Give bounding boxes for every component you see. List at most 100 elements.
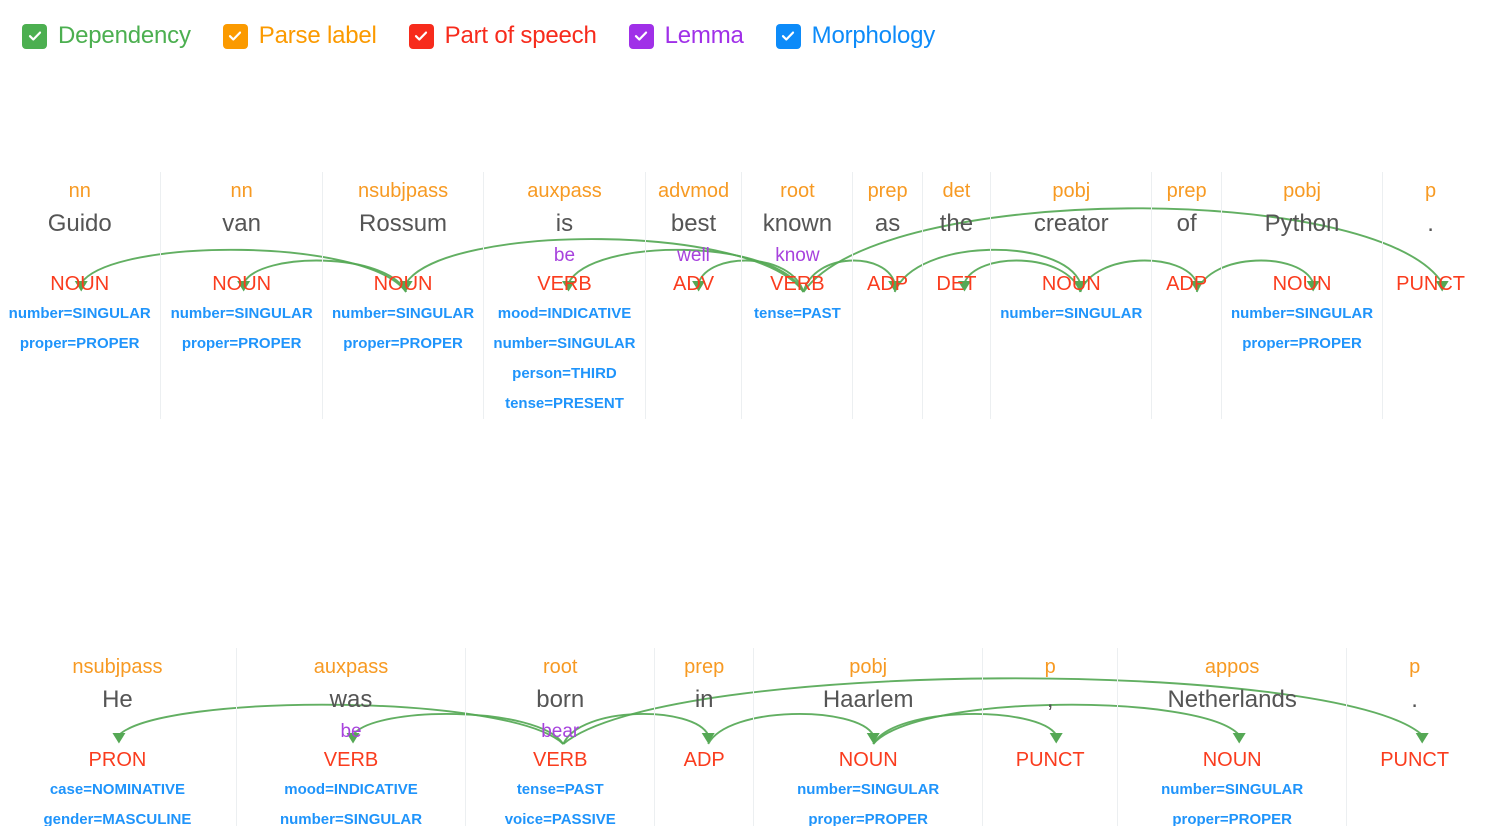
token-lemma (1069, 242, 1074, 269)
morphology-feature: number=SINGULAR (1161, 781, 1304, 798)
part-of-speech-label: PUNCT (1396, 273, 1465, 295)
token-column[interactable]: det the DET (921, 172, 992, 419)
legend-item-morphology[interactable]: Morphology (775, 22, 936, 50)
part-of-speech-label: ADP (1166, 273, 1208, 295)
part-of-speech-label: NOUN (1202, 749, 1262, 771)
morphology-feature: proper=PROPER (19, 335, 140, 352)
part-of-speech-label: DET (936, 273, 977, 295)
morphology-filler (1185, 329, 1189, 359)
token-lemma: be (340, 721, 362, 742)
morphology-filler (954, 299, 958, 329)
token-word: was (329, 686, 373, 713)
morphology-filler (1069, 329, 1073, 359)
part-of-speech-label: ADP (867, 273, 909, 295)
token-word: the (939, 210, 974, 237)
token-lemma (1184, 242, 1189, 269)
token-lemma: bear (541, 721, 580, 742)
morphology-filler (78, 389, 82, 419)
morphology-feature: number=SINGULAR (1000, 305, 1143, 322)
morphology-filler (1185, 359, 1189, 389)
morphology-feature: proper=PROPER (1242, 335, 1362, 352)
legend-item-part-of-speech[interactable]: Part of speech (408, 22, 597, 50)
morphology-feature: number=SINGULAR (170, 305, 313, 322)
morphology-filler (1413, 775, 1417, 805)
parse-label: nsubjpass (72, 656, 163, 678)
part-of-speech-label: PRON (88, 749, 147, 771)
part-of-speech-label: NOUN (1041, 273, 1101, 295)
part-of-speech-label: VERB (537, 273, 592, 295)
part-of-speech-label: PUNCT (1380, 749, 1450, 771)
morphology-filler (886, 329, 890, 359)
morphology-filler (401, 389, 405, 419)
morphology-filler (954, 359, 958, 389)
morphology-filler (702, 805, 706, 826)
token-column[interactable]: p, PUNCT (982, 648, 1118, 826)
legend-label-lemma: Lemma (664, 22, 744, 49)
morphology-filler (1428, 359, 1432, 389)
morphology-feature: proper=PROPER (808, 811, 929, 826)
morphology-feature: voice=PASSIVE (504, 811, 616, 826)
part-of-speech-label: ADV (672, 273, 715, 295)
token-lemma (1230, 718, 1235, 745)
token-lemma (866, 718, 871, 745)
morphology-filler (691, 359, 695, 389)
legend-label-part-of-speech: Part of speech (444, 22, 597, 49)
checkbox-checked-icon[interactable] (408, 23, 434, 49)
morphology-filler (240, 389, 244, 419)
legend-label-morphology: Morphology (811, 22, 936, 49)
token-column[interactable]: p. PUNCT (1346, 648, 1482, 826)
token-word: Rossum (359, 210, 448, 237)
token-lemma: know (775, 245, 820, 266)
morphology-feature: proper=PROPER (181, 335, 302, 352)
parse-label: p (1425, 180, 1437, 202)
morphology-feature: tense=PAST (753, 305, 841, 322)
morphology-filler (702, 775, 706, 805)
morphology-filler (1048, 775, 1052, 805)
parse-label: root (543, 656, 578, 678)
parse-label: root (780, 180, 815, 202)
legend-item-parse-label[interactable]: Parse label (222, 22, 377, 50)
checkbox-checked-icon[interactable] (775, 23, 801, 49)
morphology-filler (795, 329, 799, 359)
checkbox-checked-icon[interactable] (222, 23, 248, 49)
token-word: born (536, 686, 585, 713)
checkbox-checked-icon[interactable] (22, 23, 47, 49)
token-word: of (1176, 210, 1197, 237)
morphology-feature: number=SINGULAR (1230, 305, 1374, 322)
legend-label-parse-label: Parse label (258, 22, 377, 49)
morphology-filler (1048, 805, 1052, 826)
parse-label: advmod (657, 180, 730, 202)
part-of-speech-label: NOUN (50, 273, 110, 295)
token-column[interactable]: p. PUNCT (1382, 172, 1478, 419)
legend-item-dependency[interactable]: Dependency (22, 22, 191, 50)
parse-label: det (942, 180, 971, 202)
legend-item-lemma[interactable]: Lemma (628, 22, 744, 50)
token-lemma (1299, 242, 1304, 269)
token-lemma (702, 718, 707, 745)
parse-label: nn (68, 180, 91, 202)
token-word: Python (1264, 210, 1340, 237)
parse-label: auxpass (313, 656, 389, 678)
part-of-speech-label: VERB (770, 273, 825, 295)
morphology-filler (795, 359, 799, 389)
checkbox-checked-icon[interactable] (628, 23, 654, 49)
morphology-filler (886, 359, 890, 389)
